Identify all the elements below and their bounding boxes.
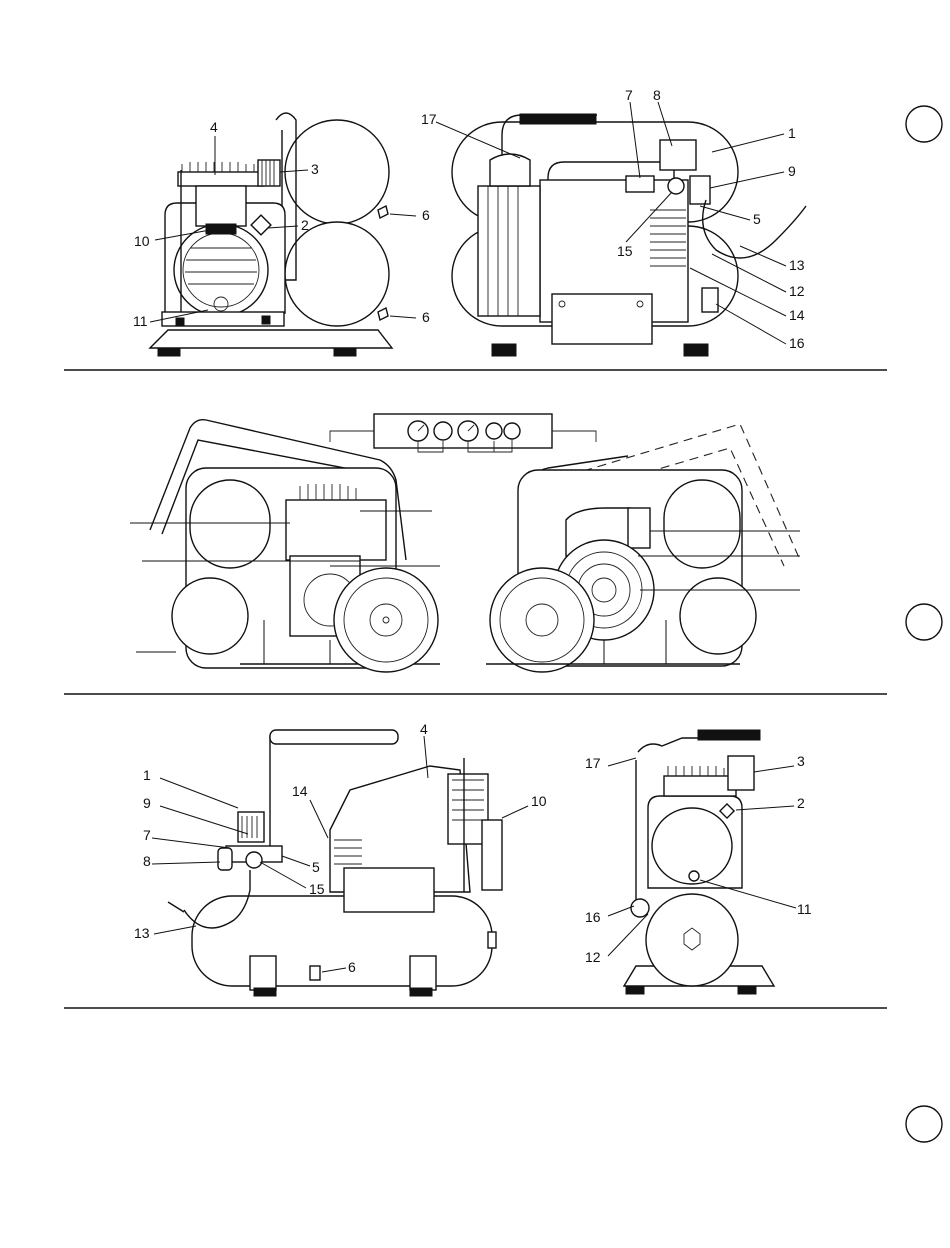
- twin-tank-side-view: [452, 114, 806, 356]
- callout-a-15: 15: [617, 243, 633, 259]
- figure-a-twin-tank: 4 3 2 10 11 6 6 17 7 8 1 9 5 15 13 12 14…: [133, 87, 806, 356]
- binder-hole-middle: [906, 604, 942, 640]
- callout-a-17: 17: [421, 111, 437, 127]
- figure-c-single-tank: 4 1 9 14 10 7 8 5 15 13 6 17 3 2 16 11 1…: [134, 721, 812, 996]
- binder-hole-bottom: [906, 1106, 942, 1142]
- callout-a-14: 14: [789, 307, 805, 323]
- callout-a-1: 1: [788, 125, 796, 141]
- single-tank-side-view: [168, 730, 502, 996]
- callout-c-11: 11: [797, 901, 812, 917]
- callout-c-16: 16: [585, 909, 601, 925]
- callout-a-10: 10: [134, 233, 150, 249]
- callout-c-14: 14: [292, 783, 308, 799]
- wheeled-rear-view: [486, 424, 800, 672]
- callout-c-15: 15: [309, 881, 325, 897]
- callout-c-1: 1: [143, 767, 151, 783]
- callout-a-7: 7: [625, 87, 633, 103]
- callout-c-3: 3: [797, 753, 805, 769]
- gauge-panel: [330, 414, 596, 452]
- callout-c-7: 7: [143, 827, 151, 843]
- callout-c-6: 6: [348, 959, 356, 975]
- callout-a-4: 4: [210, 119, 218, 135]
- callout-a-2: 2: [301, 217, 309, 233]
- callout-a-9: 9: [788, 163, 796, 179]
- callout-c-9: 9: [143, 795, 151, 811]
- callout-c-5: 5: [312, 859, 320, 875]
- callout-a-11: 11: [133, 313, 148, 329]
- figure-b-wheeled: [130, 414, 800, 672]
- callout-a-12: 12: [789, 283, 805, 299]
- callout-c-8: 8: [143, 853, 151, 869]
- callout-c-2: 2: [797, 795, 805, 811]
- binder-hole-top: [906, 106, 942, 142]
- callout-a-3: 3: [311, 161, 319, 177]
- single-tank-end-view: [624, 730, 774, 994]
- callout-a-5: 5: [753, 211, 761, 227]
- wheeled-front-view: [130, 420, 440, 672]
- callout-a-13: 13: [789, 257, 805, 273]
- callout-a-8: 8: [653, 87, 661, 103]
- callout-c-17: 17: [585, 755, 601, 771]
- callout-c-12: 12: [585, 949, 601, 965]
- callout-c-10: 10: [531, 793, 547, 809]
- callout-c-4: 4: [420, 721, 428, 737]
- callout-a-16: 16: [789, 335, 805, 351]
- callout-c-13: 13: [134, 925, 150, 941]
- callout-a-6-upper: 6: [422, 207, 430, 223]
- callout-a-6-lower: 6: [422, 309, 430, 325]
